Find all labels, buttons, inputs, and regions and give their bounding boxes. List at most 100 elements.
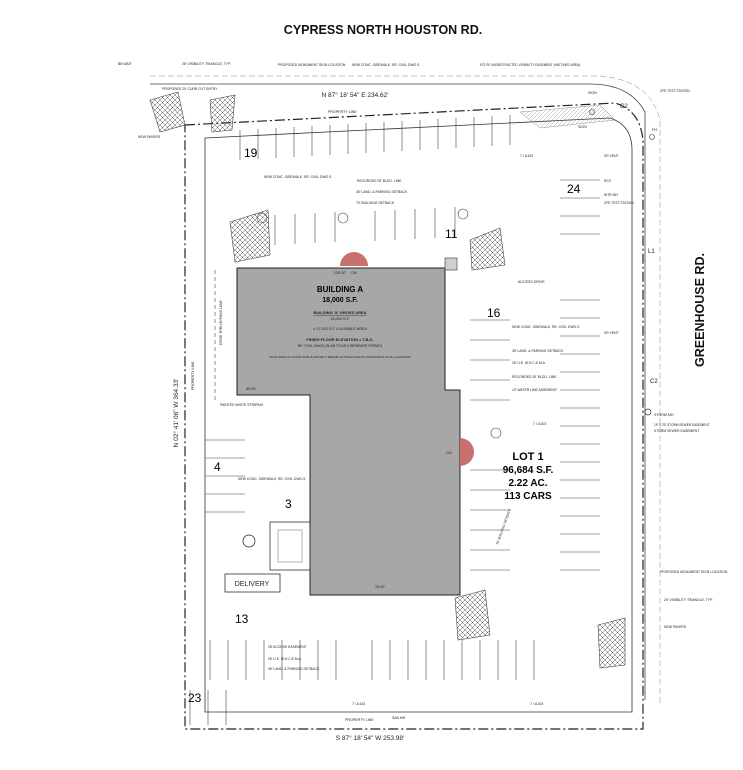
c2-label-east: C2 — [650, 379, 658, 385]
stalls-east-row — [560, 179, 600, 571]
dumpster-enclosure-inner — [277, 529, 303, 563]
lot-area: 96,684 S.F. — [503, 465, 554, 476]
building-ffe: FINISH FLOOR ELEVATION = T.B.D. — [306, 337, 373, 342]
building-leasable: ± 17,933 S.F. LEASABLE AREA — [313, 327, 367, 331]
stalls-south-row — [209, 640, 535, 680]
stall-count-23: 23 — [188, 691, 202, 705]
storm-mh-icon — [644, 408, 652, 416]
dn-label-east: DN — [446, 451, 452, 455]
building-gross-label: BUILDING 'A' GROSS AREA — [313, 310, 366, 315]
landscape-setback-north-label: 35' LAND. & PARKING SETBACK — [356, 190, 408, 194]
road-edge-north — [150, 83, 646, 700]
stalls-south-row-2 — [189, 690, 227, 725]
building-gross-value: 18,000 S.F. — [330, 317, 349, 321]
stall-count-11: 11 — [445, 227, 458, 241]
building-slab-note: NOTE: EDGE OF FLOOR SLAB IS OFFSET 1' BE… — [269, 355, 411, 359]
sanitary-label: SAN MH — [392, 716, 406, 720]
dim-76: 76.00' — [375, 585, 386, 589]
delivery-zone — [224, 573, 281, 593]
building-notch — [444, 257, 458, 271]
hatch-corner-nw — [149, 91, 186, 133]
dim-80: 80.00' — [246, 387, 257, 391]
sr-vent-north-label: SR VENT — [604, 154, 619, 158]
hatch-corner-sw — [209, 94, 236, 133]
entry-dot-east — [460, 438, 474, 466]
rcv-label: RCV — [604, 179, 612, 183]
cpe-station-label: CPE TEST STATION — [660, 89, 690, 93]
stalls-north-row — [239, 115, 511, 160]
delivery-label: DELIVERY — [235, 581, 270, 588]
ref-a103-southeast: 7 / A103 — [530, 702, 543, 706]
stall-count-24: 24 — [567, 182, 581, 196]
property-line-west-label: PROPERTY LINE — [191, 361, 195, 390]
fh-label: FH — [652, 128, 657, 132]
cpe-station-east-label: CPE TEST STATION — [604, 201, 634, 205]
dn-label-north: DN — [351, 271, 357, 275]
stall-count-16: 16 — [487, 306, 501, 320]
dumpster-enclosure — [269, 521, 311, 571]
bearing-south: S 87° 18' 54" W 253.98' — [336, 734, 404, 742]
ref-a103-south: 7 / A103 — [352, 702, 365, 706]
stall-count-3: 3 — [285, 497, 292, 511]
building-area: 18,000 S.F. — [322, 297, 357, 304]
bollard-icon — [242, 534, 256, 548]
ref-a103-east: 7 / A103 — [533, 422, 546, 426]
stalls-middle-row — [274, 207, 456, 245]
stalls-inner-east-row — [470, 319, 510, 571]
bb-wait-label: BB WAIT — [118, 62, 132, 66]
stall-count-13: 13 — [235, 612, 249, 626]
visibility-label: 25' VISIBILITY TRIANGLE, TYP. — [664, 598, 713, 602]
tree-icon-1 — [337, 212, 349, 224]
building-ffe-note: RE: CIVIL DWGS (SLAB TO BE A SEPARATE PE… — [298, 344, 382, 348]
umbrella-easement-label: 25' U.E. W.H.C.E.M.A. — [512, 361, 546, 365]
new-sidewalk-north-label: NEW CONC. SIDEWALK, RE: CIVIL DWG.S — [352, 63, 420, 67]
building-name: BUILDING A — [317, 285, 364, 294]
monument-label: PROPOSED MONUMENT SIGN LOCATION — [660, 570, 728, 574]
painted-striping-label: PAINTED WHITE STRIPING — [220, 403, 264, 407]
property-line — [184, 102, 644, 730]
hatch-island-5 — [519, 104, 616, 129]
water-line-label: 10' WATER LINE ASSEMENT — [512, 388, 557, 392]
tree-icon-2 — [457, 208, 469, 220]
new-pavers-east-label: NEW PAVERS — [664, 625, 687, 629]
lot-title: LOT 1 — [512, 451, 543, 463]
lot-cars: 113 CARS — [504, 491, 552, 502]
visibility-west-label: 25' VISIBILITY TRIANGLE, TYP. — [182, 62, 231, 66]
hatch-island-2 — [469, 227, 506, 271]
c2-label-north: C2 — [620, 104, 628, 110]
dim-120: 120.00' — [334, 271, 347, 275]
fire-hydrant-icon — [649, 134, 655, 140]
landscape-setback-east-label: 35' LAND. & PARKING SETBACK — [512, 349, 564, 353]
property-line-south-label: PROPERTY LINE — [345, 718, 374, 722]
bldg-line-25-north-label: RECORDED 25' BLDG. LINE — [357, 179, 402, 183]
hatch-island-4 — [597, 617, 626, 669]
stalls-west-row — [205, 439, 245, 513]
storm-sewer-label: STORM SEWER EASEMENT — [654, 429, 699, 433]
monument-north-label: PROPOSED MONUMENT SIGN LOCATION — [278, 63, 346, 67]
sign-label-1: SIGN — [588, 91, 597, 95]
sign-label-2: SIGN — [578, 125, 587, 129]
new-sidewalk-east-label: NEW CONC. SIDEWALK, RE: CIVIL DWG.S — [512, 325, 580, 329]
bldg-setback-side-label: 10' BUILDING SETBACK — [495, 507, 512, 545]
entry-dot-north — [340, 252, 368, 266]
building-a — [236, 267, 461, 596]
tree-icon-4 — [490, 427, 502, 439]
ref-a103-north: 7 / A103 — [520, 154, 533, 158]
new-sidewalk-nw-label: NEW CONC. SIDEWALK, RE: CIVIL DWG.S — [264, 175, 332, 179]
property-line-north-label: PROPERTY LINE — [328, 110, 357, 114]
storm-mh-label: STORM MH — [654, 413, 674, 417]
unobstructed-label: 973 SF UNOBSTRUCTED VISIBILITY EASEMENT … — [480, 63, 580, 67]
new-sidewalk-west-label: NEW CONC. SIDEWALK, RE: CIVIL DWG.S — [238, 477, 306, 481]
road-edge-outer — [150, 75, 661, 705]
sr-vent-east-label: SR VENT — [604, 331, 619, 335]
bearing-north: N 87° 18' 54" E 234.62' — [321, 91, 388, 99]
stall-count-19: 19 — [244, 146, 258, 160]
wtr-mh-label: WTR MH — [604, 193, 618, 197]
access-easement-label: 28' ACCESS EASEMENT — [268, 645, 307, 649]
new-pavers-west-label: NEW PAVERS — [138, 135, 161, 139]
hatch-island-3 — [454, 589, 491, 641]
lot-acres: 2.22 AC. — [508, 478, 547, 489]
umbrella-south-label: 25' U.E. W.H.C.E.M.A. — [268, 657, 302, 661]
landscape-setback-south-label: 35' LAND. & PARKING SETBACK — [268, 667, 320, 671]
